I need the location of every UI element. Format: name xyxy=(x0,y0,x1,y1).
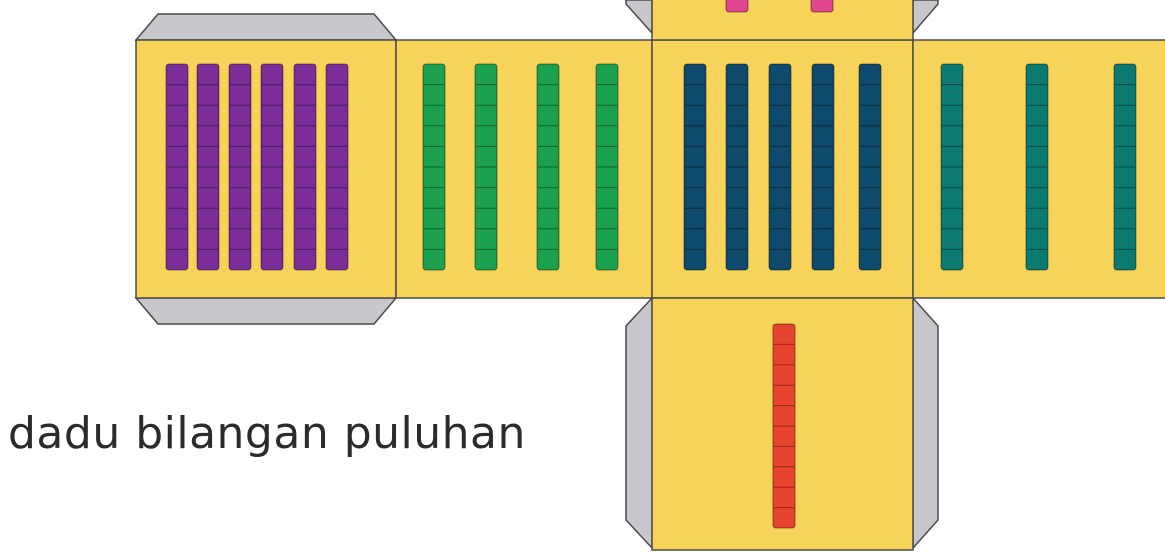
rod-teal-1 xyxy=(940,63,964,271)
rod-body xyxy=(811,63,835,271)
rod-teal-3 xyxy=(1113,63,1137,271)
rod-red-1 xyxy=(772,323,796,529)
rod-purple-1 xyxy=(165,63,189,271)
rod-body xyxy=(1025,63,1049,271)
rod-body xyxy=(858,63,882,271)
rod-body xyxy=(768,63,792,271)
tab-top-center-left xyxy=(625,0,653,35)
rod-body xyxy=(725,63,749,271)
tab-bottom-center-left xyxy=(625,296,653,550)
rod-body xyxy=(683,63,707,271)
tab-top-left xyxy=(134,13,398,41)
rod-navy-4 xyxy=(811,63,835,271)
rod-body xyxy=(260,63,284,271)
rod-body xyxy=(536,63,560,271)
rod-pink-2 xyxy=(810,0,834,13)
rod-body xyxy=(293,63,317,271)
rod-purple-2 xyxy=(196,63,220,271)
face-pink xyxy=(651,0,914,41)
rod-body xyxy=(940,63,964,271)
rod-body xyxy=(165,63,189,271)
rod-navy-2 xyxy=(725,63,749,271)
rod-body xyxy=(422,63,446,271)
rod-purple-5 xyxy=(293,63,317,271)
tab-bottom-center-right xyxy=(912,296,939,550)
tab-bottom-left xyxy=(134,297,398,325)
rod-green-4 xyxy=(595,63,619,271)
rod-purple-4 xyxy=(260,63,284,271)
rod-body xyxy=(474,63,498,271)
rod-green-3 xyxy=(536,63,560,271)
rod-body xyxy=(228,63,252,271)
rod-green-2 xyxy=(474,63,498,271)
rod-body xyxy=(772,323,796,529)
rod-body xyxy=(595,63,619,271)
rod-green-1 xyxy=(422,63,446,271)
rod-purple-3 xyxy=(228,63,252,271)
rod-pink-1 xyxy=(725,0,749,13)
rod-navy-1 xyxy=(683,63,707,271)
rod-body xyxy=(196,63,220,271)
rod-body xyxy=(1113,63,1137,271)
rod-teal-2 xyxy=(1025,63,1049,271)
caption: dadu bilangan puluhan xyxy=(8,408,526,459)
rod-navy-5 xyxy=(858,63,882,271)
rod-navy-3 xyxy=(768,63,792,271)
rod-body xyxy=(325,63,349,271)
tab-top-center-right xyxy=(912,0,939,36)
rod-purple-6 xyxy=(325,63,349,271)
